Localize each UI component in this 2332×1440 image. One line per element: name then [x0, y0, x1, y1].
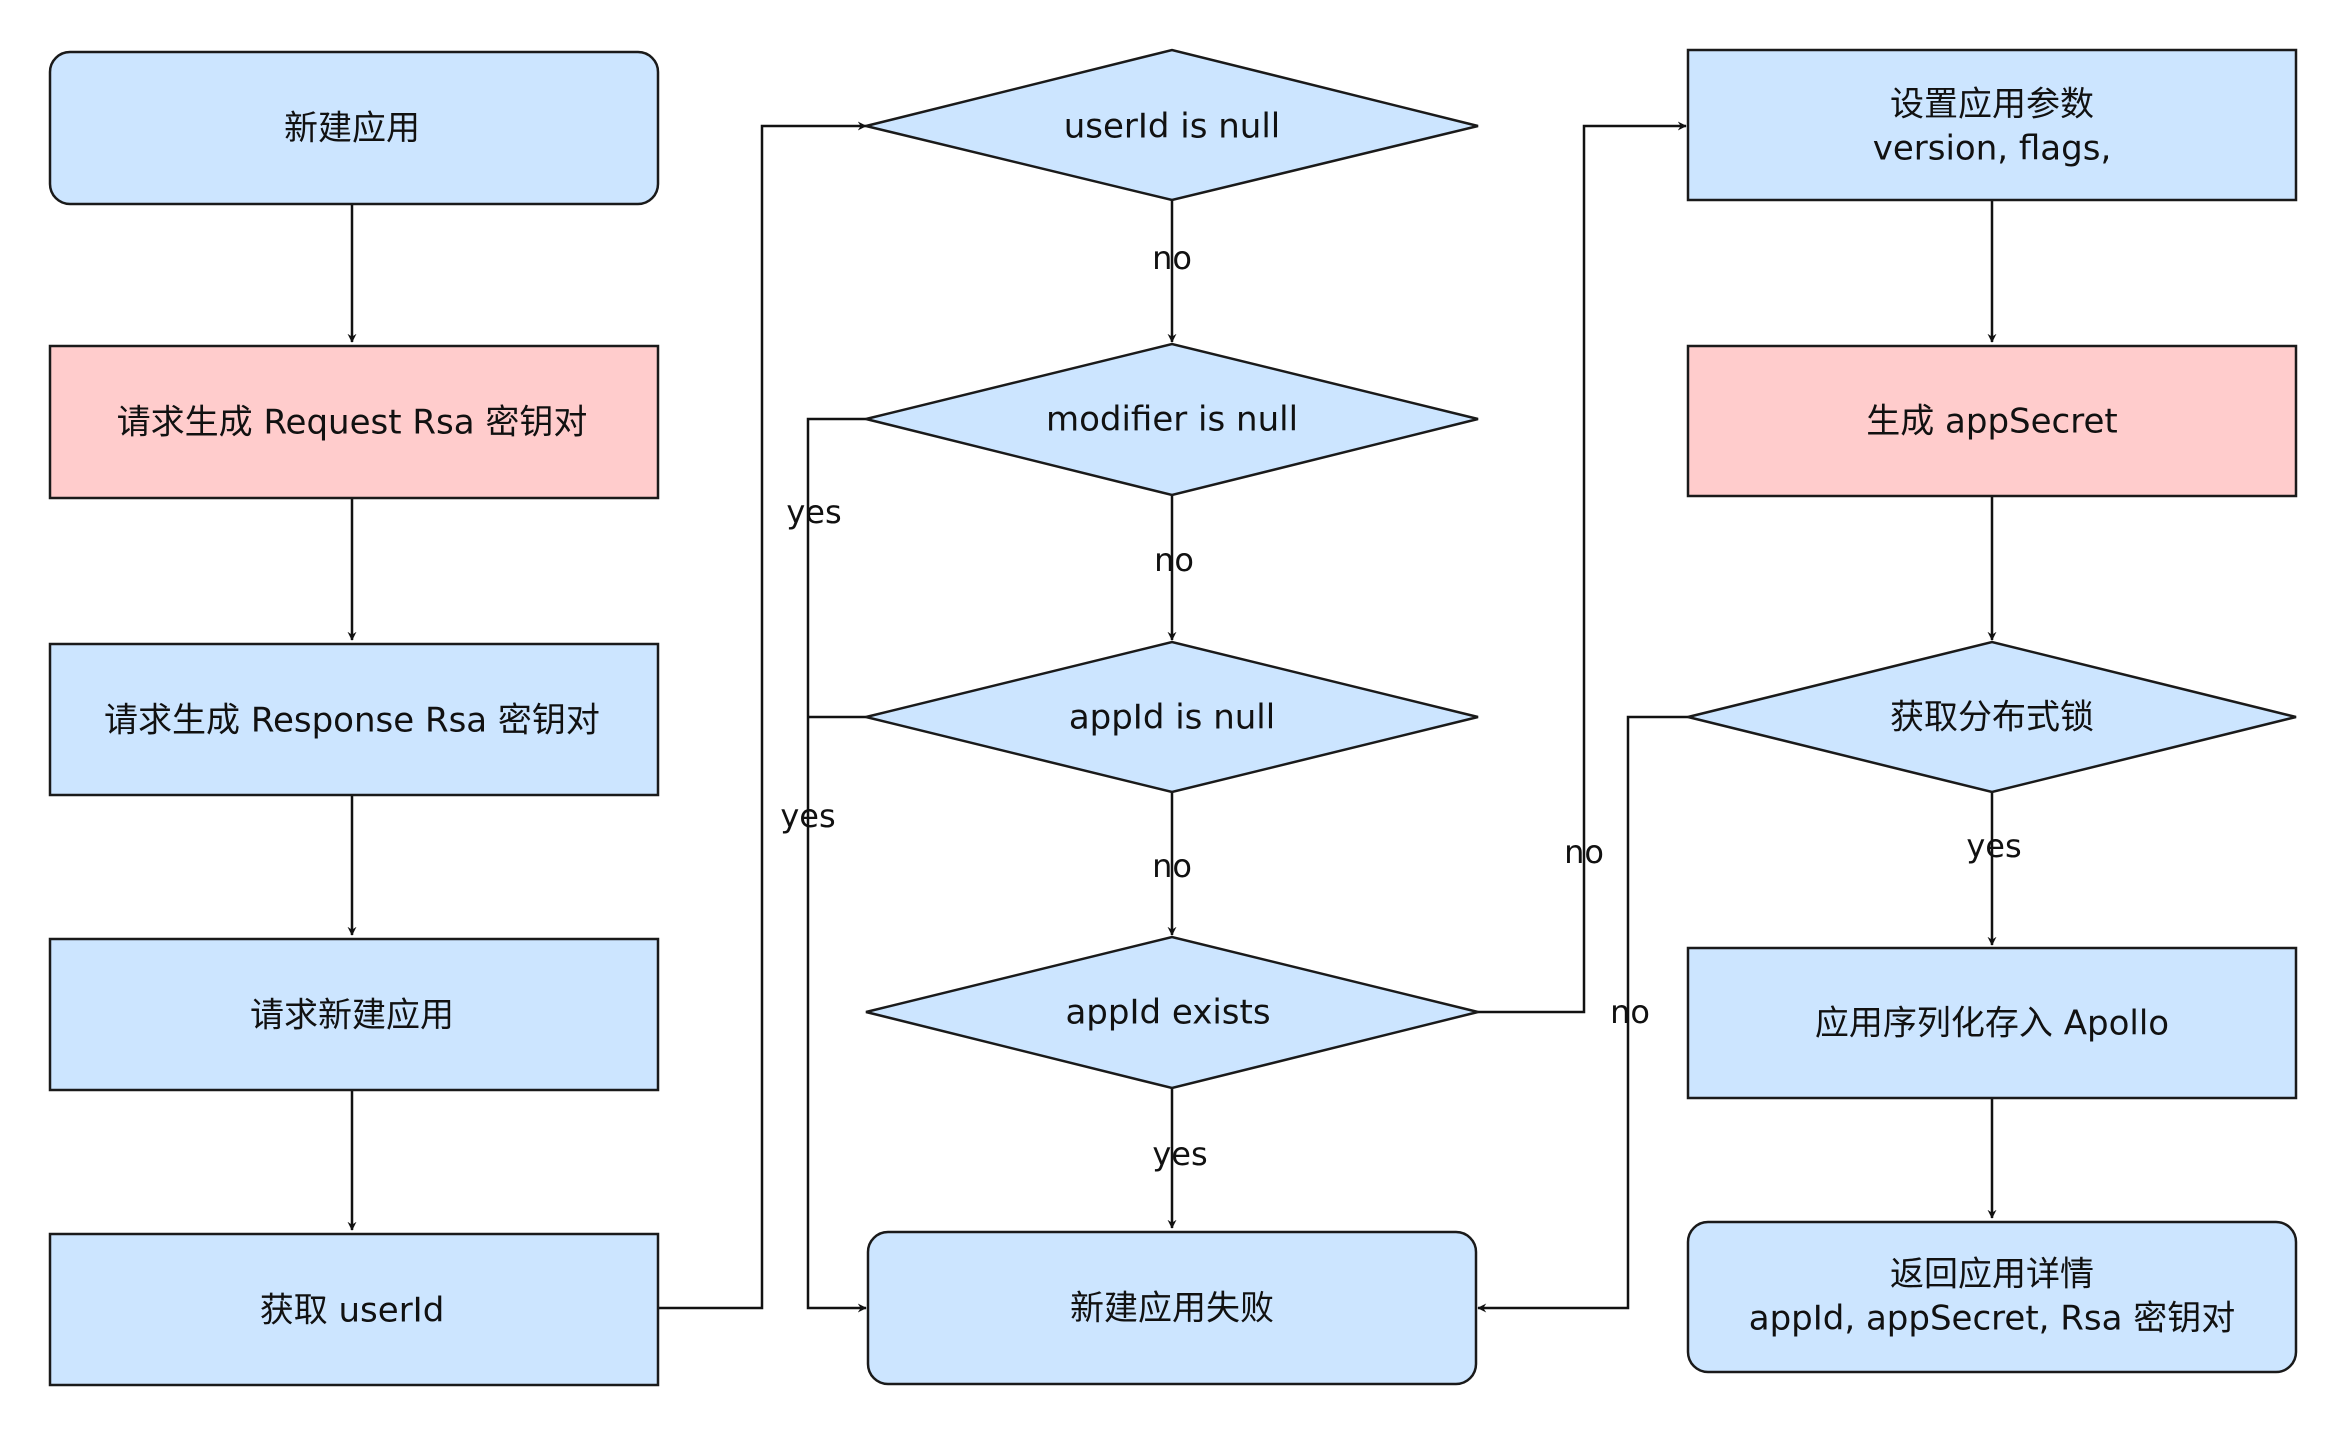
node-get-userid [48, 1232, 660, 1387]
decision-modifier-null [865, 342, 1479, 497]
node-set-params [1686, 48, 2298, 202]
label-modifier-null-yes: yes [786, 493, 841, 531]
node-create-fail-label: 新建应用失败 [1070, 1289, 1274, 1329]
nodes: 新建应用 请求生成 Request Rsa 密钥对 请求生成 Response … [48, 48, 2298, 1387]
decision-appid-exists [865, 935, 1479, 1090]
decision-appid-null-label: appId is null [1069, 698, 1275, 738]
decision-get-lock-label: 获取分布式锁 [1890, 698, 2094, 738]
node-create-app [48, 50, 660, 206]
label-userid-null-no: no [1152, 239, 1192, 277]
decision-appid-null [865, 640, 1479, 794]
decision-get-lock [1687, 640, 2297, 794]
node-gen-secret [1686, 344, 2298, 498]
node-set-params-line-1: 设置应用参数 [1890, 85, 2094, 125]
label-appid-exists-yes: yes [1152, 1135, 1207, 1173]
node-create-fail [866, 1230, 1478, 1386]
decision-appid-exists-label: appId exists [1065, 993, 1270, 1033]
label-get-lock-yes: yes [1966, 827, 2021, 865]
node-serialize-label: 应用序列化存入 Apollo [1815, 1004, 2169, 1044]
node-create-app-label: 新建应用 [284, 109, 420, 149]
decision-modifier-null-label: modifier is null [1046, 400, 1298, 440]
node-request-rsa [48, 344, 660, 500]
node-return-detail [1686, 1220, 2298, 1374]
label-appid-exists-no: no [1564, 833, 1604, 871]
node-request-create [48, 937, 660, 1092]
node-request-create-label: 请求新建应用 [250, 996, 454, 1036]
edge-appid-exists-no [1478, 121, 1687, 1014]
node-set-params-line-2: version, flags, [1873, 129, 2112, 169]
node-return-detail-line-1: 返回应用详情 [1890, 1255, 2094, 1295]
edge-modifier-null-yes [806, 417, 867, 1313]
node-response-rsa [48, 642, 660, 797]
node-request-rsa-label: 请求生成 Request Rsa 密钥对 [117, 403, 588, 443]
node-get-userid-label: 获取 userId [260, 1291, 445, 1331]
node-response-rsa-label: 请求生成 Response Rsa 密钥对 [104, 701, 600, 741]
decision-userid-null [865, 48, 1479, 202]
label-modifier-null-no: no [1154, 541, 1194, 579]
edge-lock-no [1477, 715, 1688, 1313]
node-serialize [1686, 946, 2298, 1100]
label-appid-null-yes: yes [780, 797, 835, 835]
decision-userid-null-label: userId is null [1064, 107, 1281, 147]
label-appid-null-no: no [1152, 847, 1192, 885]
edge-get-userid-to-userid-null [658, 121, 867, 1310]
edge-labels: no yes no yes no no yes yes no [780, 239, 2021, 1173]
node-gen-secret-label: 生成 appSecret [1866, 402, 2117, 442]
label-get-lock-no: no [1610, 993, 1650, 1031]
edges [347, 121, 1997, 1313]
node-return-detail-line-2: appId, appSecret, Rsa 密钥对 [1749, 1299, 2236, 1339]
